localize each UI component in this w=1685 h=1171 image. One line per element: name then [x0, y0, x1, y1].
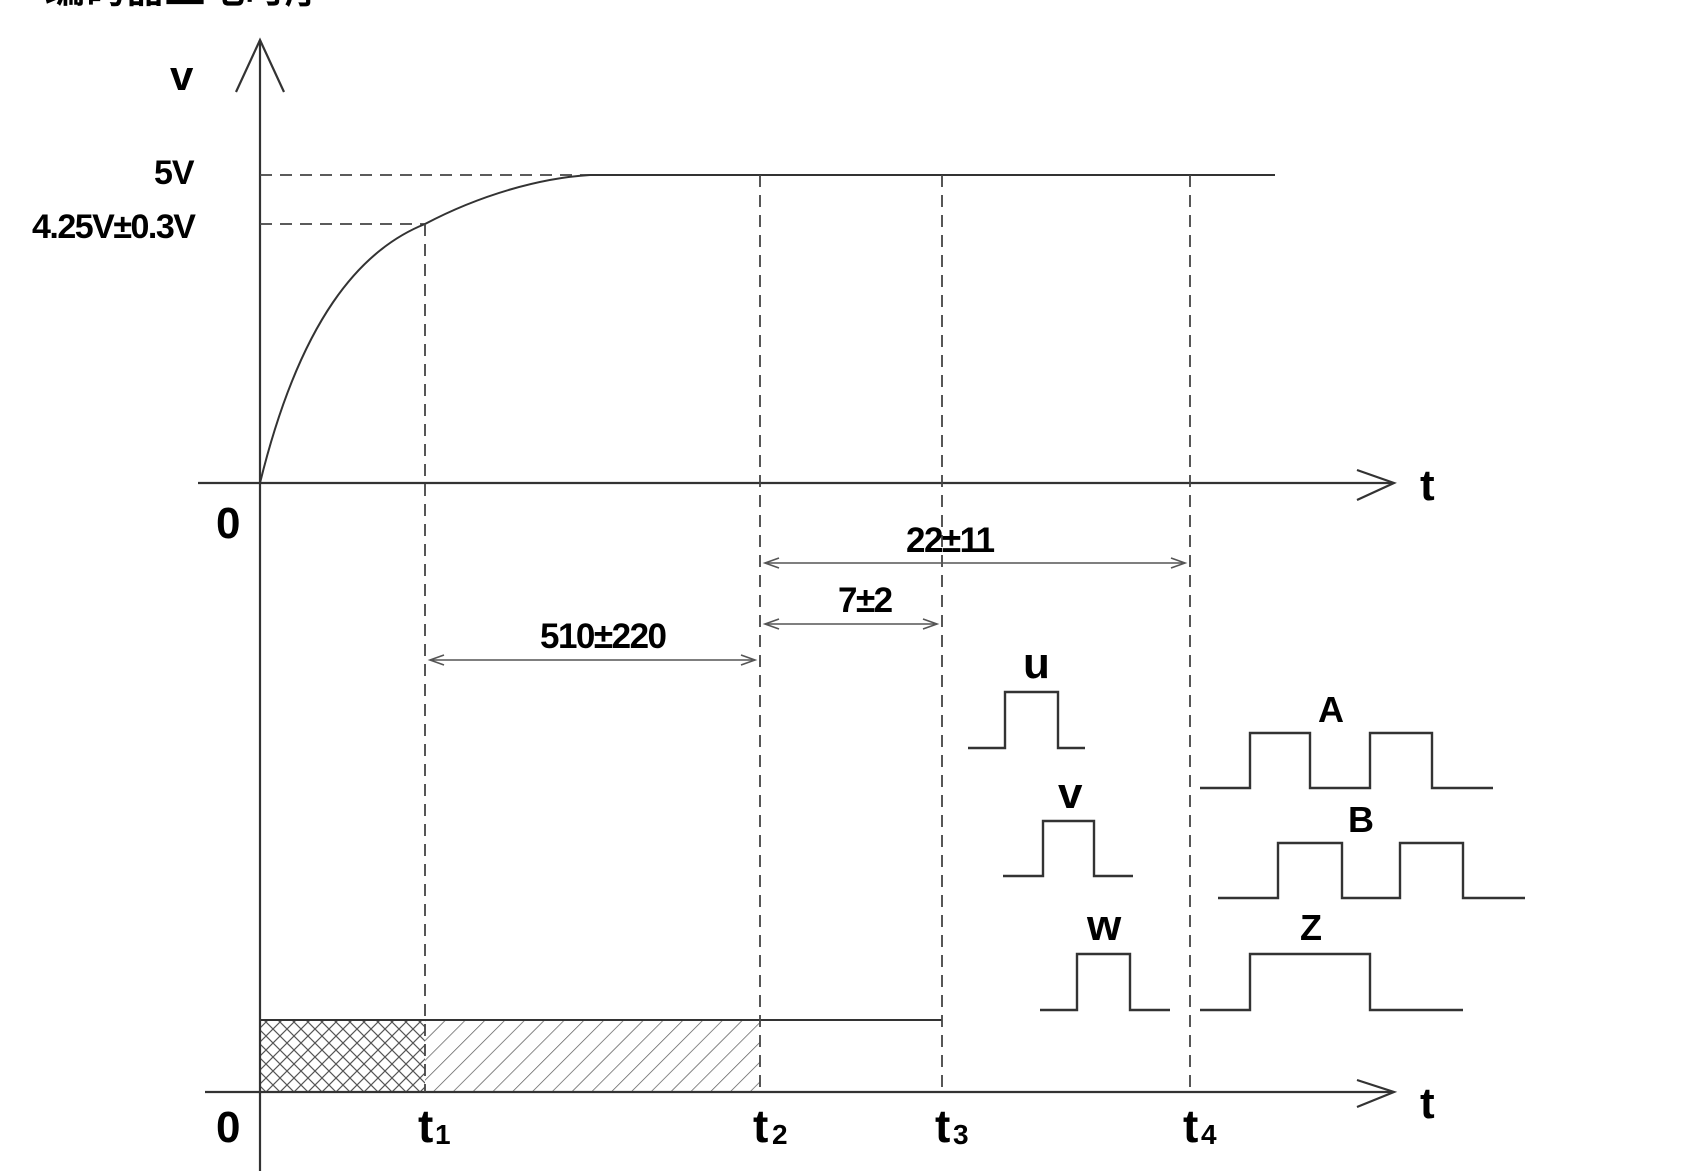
hatch-region-0-t1 — [260, 1020, 425, 1092]
lower-time-axis-arrow — [1356, 1078, 1398, 1109]
interval-t2-t4-label: 22±11 — [906, 521, 995, 560]
lower-origin-label: 0 — [216, 1103, 240, 1152]
t4-label: t 4 — [1183, 1100, 1217, 1152]
a-signal-label: A — [1318, 689, 1344, 730]
dimension-t1-t2 — [427, 654, 758, 666]
svg-text:2: 2 — [772, 1119, 788, 1150]
interval-t1-t2-label: 510±220 — [540, 617, 667, 656]
b-signal-wave — [1218, 841, 1525, 900]
lower-x-axis-label: t — [1420, 1079, 1435, 1128]
upper-time-axis-arrow — [1356, 468, 1397, 501]
u-signal-pulse — [968, 690, 1085, 750]
v-signal-pulse — [1003, 819, 1133, 878]
v-signal-label: v — [1058, 769, 1083, 818]
svg-text:4: 4 — [1201, 1119, 1217, 1150]
t3-label: t 3 — [935, 1100, 969, 1152]
vertical-axis-arrow — [235, 37, 285, 93]
voltage-5v-label: 5V — [154, 154, 195, 192]
z-signal-wave — [1200, 952, 1463, 1012]
t2-label: t 2 — [753, 1100, 788, 1152]
w-signal-pulse — [1040, 952, 1170, 1012]
z-signal-label: Z — [1300, 907, 1322, 948]
svg-text:t: t — [1183, 1100, 1198, 1152]
interval-t2-t3-label: 7±2 — [838, 581, 893, 620]
y-axis-label: v — [170, 52, 194, 99]
a-signal-wave — [1200, 731, 1493, 790]
svg-text:t: t — [753, 1100, 768, 1152]
upper-x-axis-label: t — [1420, 461, 1435, 510]
b-signal-label: B — [1348, 799, 1374, 840]
dimension-t2-t3 — [762, 618, 940, 630]
w-signal-label: w — [1086, 901, 1122, 950]
voltage-threshold-label: 4.25V±0.3V — [32, 208, 196, 246]
svg-text:1: 1 — [435, 1119, 451, 1150]
svg-text:t: t — [418, 1100, 433, 1152]
dimension-t2-t4 — [762, 557, 1188, 569]
voltage-rise-curve — [259, 174, 591, 484]
header-text: 编码器上电时序 — [45, 0, 325, 11]
svg-text:3: 3 — [953, 1119, 969, 1150]
t1-label: t 1 — [418, 1100, 451, 1152]
hatch-region-t1-t2 — [425, 1020, 760, 1092]
upper-origin-label: 0 — [216, 499, 240, 548]
u-signal-label: u — [1023, 639, 1050, 688]
svg-text:t: t — [935, 1100, 950, 1152]
